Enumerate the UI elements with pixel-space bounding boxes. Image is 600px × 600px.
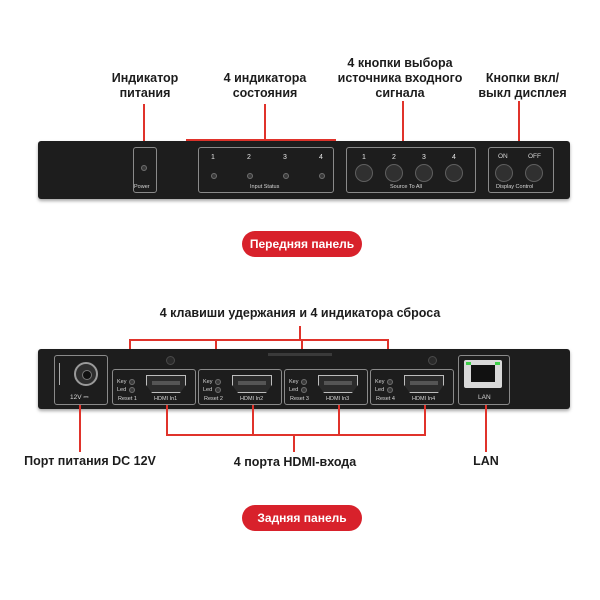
display-off-button[interactable] [525,164,543,182]
hdmi-in1-label: HDMI In1 [154,396,178,402]
reset-3-label: Reset 3 [290,396,309,402]
lan-group-box [458,355,510,405]
key-label: Key [117,379,127,385]
reset-key-3[interactable] [301,379,307,385]
hdmi-in2-label: HDMI In2 [240,396,264,402]
source-number: 2 [392,154,396,161]
input-group-box-1 [112,369,196,405]
power-led [141,165,147,171]
screw [428,356,437,365]
reset-key-4[interactable] [387,379,393,385]
front-device-panel: Power 1 2 3 4 Input Status 1 2 3 4 Sourc… [38,141,570,199]
leader-hold-center [299,326,301,340]
status-number: 1 [211,154,215,161]
input-status-group-box [198,147,334,193]
power-label: Power [134,184,150,190]
leader-hdmi-4 [424,405,426,436]
leader-hold-top [129,339,389,341]
source-button-1[interactable] [355,164,373,182]
off-label: OFF [528,153,541,160]
hdmi-in1-port[interactable] [146,375,186,393]
source-number: 4 [452,154,456,161]
source-number: 1 [362,154,366,161]
power-group-box [133,147,157,193]
reset-4-label: Reset 4 [376,396,395,402]
reset-led-4 [387,387,393,393]
leader-hdmi-3 [338,405,340,436]
leader-display [518,101,520,145]
lan-port[interactable] [464,360,502,388]
key-label: Key [375,379,385,385]
hdmi-in2-port[interactable] [232,375,272,393]
key-label: Key [289,379,299,385]
source-to-all-label: Source To All [390,184,423,190]
callout-hold-keys: 4 клавиши удержания и 4 индикатора сброс… [159,306,441,320]
key-label: Key [203,379,213,385]
reset-led-3 [301,387,307,393]
leader-hdmi-bottom [166,434,426,436]
leader-source [402,101,404,145]
reset-led-1 [129,387,135,393]
reset-key-2[interactable] [215,379,221,385]
input-group-box-4 [370,369,454,405]
reset-key-1[interactable] [129,379,135,385]
leader-power [143,104,145,146]
source-group-box [346,147,476,193]
leader-lan [485,405,487,452]
hdmi-in4-port[interactable] [404,375,444,393]
led-label: Led [117,387,127,393]
status-led-4 [319,173,325,179]
display-control-group-box [488,147,554,193]
display-on-button[interactable] [495,164,513,182]
screw [166,356,175,365]
input-group-box-2 [198,369,282,405]
leader-hdmi-center [293,434,295,452]
leader-status-h [186,139,266,141]
callout-lan: LAN [473,454,499,468]
status-led-2 [247,173,253,179]
hdmi-in4-label: HDMI In4 [412,396,436,402]
leader-status-v [264,104,266,141]
led-label: Led [375,387,385,393]
front-panel-caption: Передняя панель [242,231,362,257]
display-control-label: Display Control [496,184,534,190]
dc-port[interactable] [74,362,98,386]
leader-dc [79,405,81,452]
status-led-1 [211,173,217,179]
status-number: 4 [319,154,323,161]
source-button-2[interactable] [385,164,403,182]
polarity-icon [59,363,68,385]
hdmi-in3-label: HDMI In3 [326,396,350,402]
led-label: Led [289,387,299,393]
rear-device-panel: 12V ⎓ Key Led Reset 1 HDMI In1 Key Led R… [38,349,570,409]
leader-hdmi-1 [166,405,168,436]
reset-led-2 [215,387,221,393]
rear-panel-caption: Задняя панель [242,505,362,531]
source-number: 3 [422,154,426,161]
status-number: 2 [247,154,251,161]
source-button-3[interactable] [415,164,433,182]
input-status-label: Input Status [250,184,280,190]
dc-group-box [54,355,108,405]
lan-port-label: LAN [478,394,491,401]
status-led-3 [283,173,289,179]
vent-strip [268,353,332,356]
callout-hdmi-inputs: 4 порта HDMI-входа [233,455,357,469]
reset-2-label: Reset 2 [204,396,223,402]
status-number: 3 [283,154,287,161]
dc-label: 12V ⎓ [70,394,89,401]
callout-dc-port: Порт питания DC 12V [24,454,156,468]
hdmi-in3-port[interactable] [318,375,358,393]
callout-display-buttons: Кнопки вкл/выкл дисплея [478,71,567,100]
led-label: Led [203,387,213,393]
leader-hdmi-2 [252,405,254,436]
on-label: ON [498,153,508,160]
source-button-4[interactable] [445,164,463,182]
reset-1-label: Reset 1 [118,396,137,402]
leader-status-h2 [264,139,336,141]
input-group-box-3 [284,369,368,405]
